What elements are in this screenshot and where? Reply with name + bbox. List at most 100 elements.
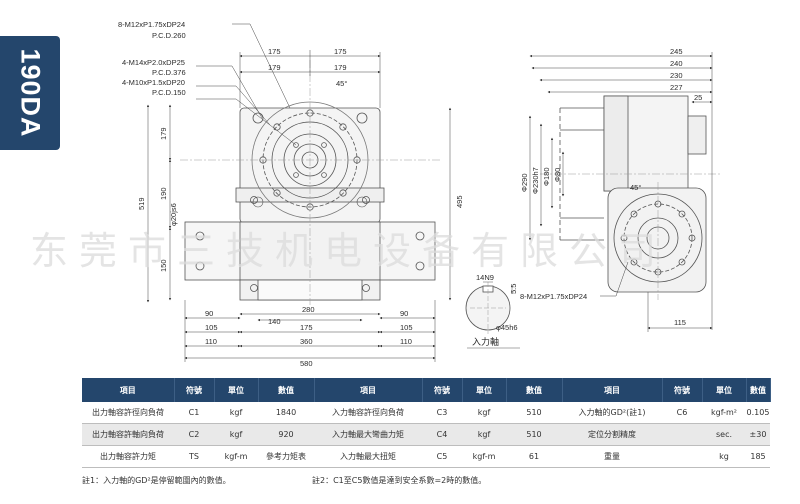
- callout-key: 14N9: [476, 273, 494, 282]
- callout-pcd260: P.C.D.260: [152, 31, 186, 40]
- dim-label: 190: [159, 187, 168, 200]
- table-header-row: 項目 符號 單位 數值 項目 符號 單位 數值 項目 符號 單位 數值: [82, 378, 771, 402]
- table-row: 出力軸容許徑向負荷 C1 kgf 1840 入力軸容許徑向負荷 C3 kgf 5…: [82, 402, 770, 424]
- footnote-2: 註2：C1至C5數值是達到安全系數=2時的數值。: [312, 476, 487, 485]
- table-cell: kgf-m²: [702, 402, 746, 424]
- table-cell: kgf: [214, 423, 258, 446]
- callout-key-depth: 5.5: [509, 284, 518, 294]
- callout-side-angle: 45°: [630, 183, 641, 192]
- callout-pcd150: P.C.D.150: [152, 88, 186, 97]
- table-header: 項目: [314, 378, 423, 402]
- table-cell: 出力軸容許軸向負荷: [82, 423, 174, 446]
- table-cell: 入力軸容許徑向負荷: [314, 402, 422, 424]
- table-header: 數值: [506, 378, 563, 402]
- table-header: 數值: [258, 378, 315, 402]
- callout-angle: 45°: [336, 79, 347, 88]
- dim-label: 110: [400, 337, 412, 346]
- table-cell: kgf-m: [462, 445, 506, 468]
- dim-label: 280: [302, 305, 315, 314]
- callout-pcd376: P.C.D.376: [152, 68, 186, 77]
- table-cell: sec.: [702, 423, 746, 446]
- side-dimensions: [528, 52, 713, 332]
- callout-bolt-pcd260: 8-M12xP1.75xDP24: [118, 20, 185, 29]
- table-cell: C6: [662, 402, 702, 424]
- dim-label: 105: [205, 323, 218, 332]
- table-cell: kgf: [214, 402, 258, 424]
- dim-label: 240: [670, 59, 683, 68]
- table-cell: TS: [174, 445, 214, 468]
- table-header: 項目: [562, 378, 663, 402]
- dim-label: Φ80: [553, 168, 562, 182]
- dim-label: 140: [268, 317, 281, 326]
- table-cell: [662, 445, 702, 468]
- table-header: 符號: [174, 378, 215, 402]
- table-cell: C5: [422, 445, 462, 468]
- table-header: 數值: [746, 378, 771, 402]
- table-header: 符號: [662, 378, 703, 402]
- side-view: [540, 95, 720, 300]
- input-shaft-section: [465, 281, 520, 349]
- table-cell: 出力軸容許力矩: [82, 445, 174, 468]
- table-cell: kgf-m: [214, 445, 258, 468]
- table-header: 單位: [462, 378, 507, 402]
- table-cell: C4: [422, 423, 462, 446]
- dim-label: 175: [300, 323, 313, 332]
- front-view: [180, 60, 440, 305]
- table-cell: 0.105: [746, 402, 770, 424]
- table-cell: 920: [258, 423, 314, 446]
- dim-label: 360: [300, 337, 313, 346]
- dim-label: 175: [334, 47, 347, 56]
- table-cell: 510: [506, 423, 562, 446]
- callout-tap-m10: 4-M10xP1.5xDP20: [122, 78, 185, 87]
- table-row: 出力軸容許力矩 TS kgf-m 參考力矩表 入力軸最大扭矩 C5 kgf-m …: [82, 445, 770, 468]
- table-cell: C3: [422, 402, 462, 424]
- dim-label: 245: [670, 47, 683, 56]
- table-cell: 入力軸最大扭矩: [314, 445, 422, 468]
- dim-label: 580: [300, 359, 313, 368]
- footnote-1: 註1：入力軸的GD²是停留範圍內的數值。: [82, 476, 231, 485]
- dim-label: 90: [400, 309, 408, 318]
- dim-label: 175: [268, 47, 281, 56]
- table-row: 出力軸容許軸向負荷 C2 kgf 920 入力軸最大彎曲力矩 C4 kgf 51…: [82, 423, 770, 446]
- dim-label: 230: [670, 71, 683, 80]
- table-cell: 定位分割精度: [562, 423, 662, 446]
- dim-label: Φ180: [542, 168, 551, 187]
- dim-label: 105: [400, 323, 413, 332]
- spec-table: 項目 符號 單位 數值 項目 符號 單位 數值 項目 符號 單位 數值 出力軸容…: [82, 378, 771, 468]
- table-cell: kg: [702, 445, 746, 468]
- table-header: 單位: [214, 378, 259, 402]
- table-cell: ±30: [746, 423, 770, 446]
- table-cell: 入力軸最大彎曲力矩: [314, 423, 422, 446]
- dim-label: Φ290: [520, 174, 529, 193]
- callout-input-shaft: 入力軸: [472, 336, 499, 347]
- callout-tap-m14: 4-M14xP2.0xDP25: [122, 58, 185, 67]
- model-tab: 190DA: [0, 36, 60, 150]
- dim-label: 115: [674, 318, 686, 327]
- table-cell: [662, 423, 702, 446]
- dim-label: 150: [159, 259, 168, 272]
- table-cell: 出力軸容許徑向負荷: [82, 402, 174, 424]
- front-dimensions: [146, 23, 452, 362]
- table-cell: 重量: [562, 445, 662, 468]
- dim-label: 90: [205, 309, 213, 318]
- table-cell: 61: [506, 445, 562, 468]
- dim-label: 25: [694, 93, 702, 102]
- dim-label: 179: [268, 63, 281, 72]
- dim-label: 179: [334, 63, 347, 72]
- callout-bore: φ20js6: [169, 203, 178, 226]
- table-cell: 入力軸的GD²(註1): [562, 402, 662, 424]
- dim-label: Φ230h7: [531, 167, 540, 194]
- table-cell: 185: [746, 445, 770, 468]
- table-cell: C1: [174, 402, 214, 424]
- table-header: 項目: [82, 378, 175, 402]
- table-header: 符號: [422, 378, 463, 402]
- dim-label: 110: [205, 337, 217, 346]
- callout-bolt-side: 8-M12xP1.75xDP24: [520, 292, 587, 301]
- dim-label: 519: [137, 197, 146, 210]
- table-cell: 參考力矩表: [258, 445, 314, 468]
- table-cell: C2: [174, 423, 214, 446]
- table-cell: 1840: [258, 402, 314, 424]
- table-cell: kgf: [462, 402, 506, 424]
- table-header: 單位: [702, 378, 747, 402]
- table-cell: kgf: [462, 423, 506, 446]
